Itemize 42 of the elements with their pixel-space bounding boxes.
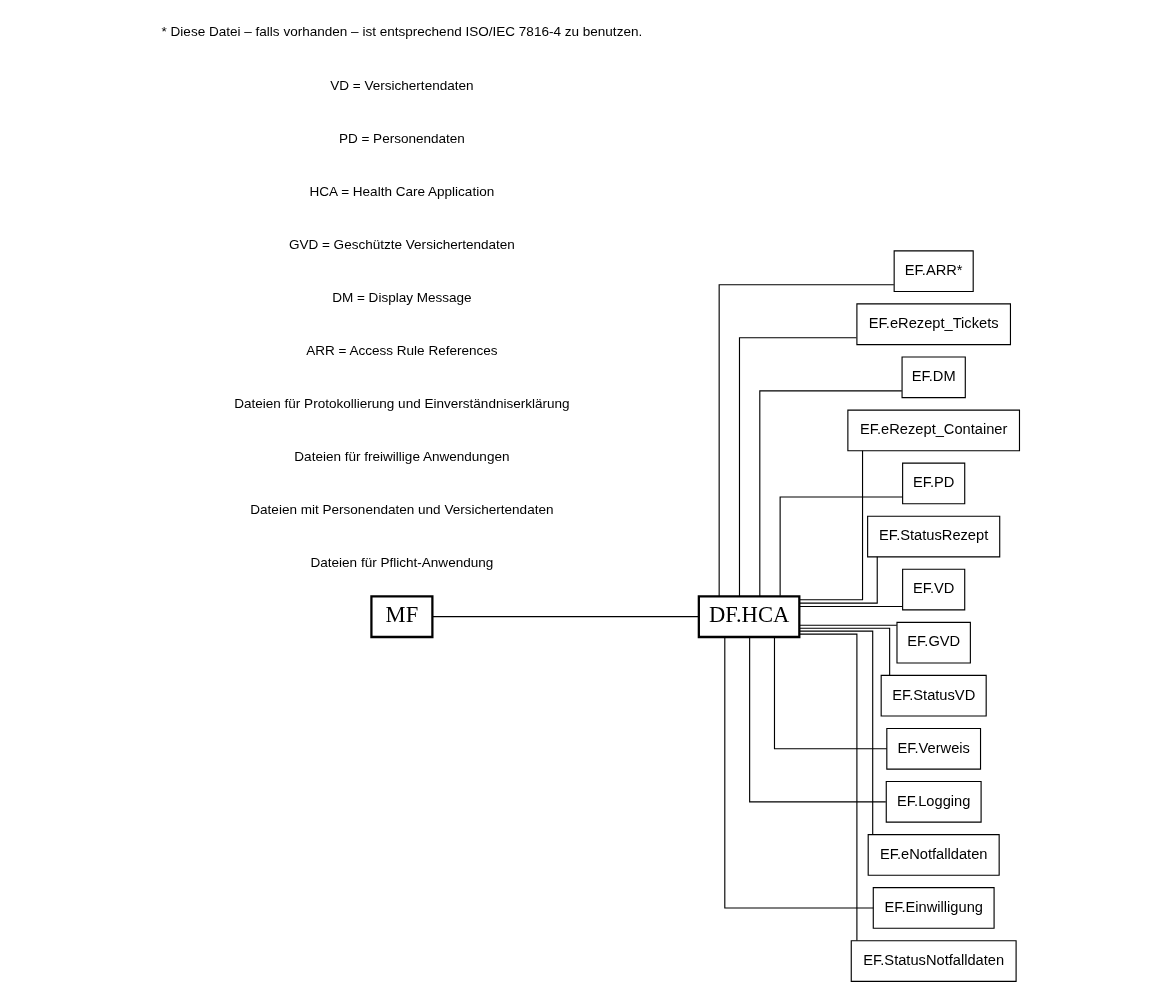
label: PD = Personendaten — [338, 130, 465, 146]
connector — [759, 390, 903, 597]
label: Dateien mit Personendaten und Versichertendaten — [250, 502, 554, 518]
label: HCA = Health Care Application — [309, 183, 495, 199]
connector — [779, 496, 904, 597]
label: Dateien für Pflicht-Anwendung — [310, 555, 494, 571]
connector — [749, 636, 887, 803]
node-box: DF.HCA — [697, 595, 801, 639]
label: ARR = Access Rule References — [306, 342, 498, 358]
node-box: EF.Verweis — [886, 727, 982, 770]
label: Dateien für Protokollierung und Einverständniserklärung — [234, 395, 570, 411]
connector — [718, 284, 895, 597]
connector — [431, 616, 700, 618]
label: * Diese Datei – falls vorhanden – ist entsprechend ISO/IEC 7816-4 zu benutzen. — [161, 24, 643, 40]
label: DM = Display Message — [332, 289, 472, 305]
connector — [798, 605, 903, 608]
node-box: EF.eRezept_Container — [847, 409, 1021, 452]
node-box: EF.PD — [902, 462, 966, 505]
node-box: EF.eNotfalldaten — [867, 834, 1000, 876]
connector — [798, 556, 878, 604]
connector — [773, 636, 888, 750]
connector — [798, 633, 858, 942]
node-box: MF — [370, 595, 434, 639]
label: VD = Versichertendaten — [330, 77, 474, 93]
node-box: EF.DM — [901, 356, 966, 399]
node-box: EF.ARR* — [893, 250, 974, 293]
connector — [798, 624, 898, 626]
connector — [798, 630, 874, 835]
node-box: EF.StatusRezept — [867, 515, 1001, 558]
label: GVD = Geschützte Versichertendaten — [288, 236, 515, 252]
node-box: EF.eRezept_Tickets — [856, 303, 1011, 346]
connector — [724, 636, 874, 909]
node-box: EF.VD — [902, 568, 966, 611]
node-box: EF.StatusNotfalldaten — [850, 940, 1017, 982]
connector — [798, 450, 864, 601]
node-box: EF.Logging — [885, 780, 982, 823]
connector — [798, 627, 891, 676]
node-box: EF.GVD — [896, 621, 971, 664]
node-box: EF.Einwilligung — [872, 887, 995, 929]
connector — [738, 337, 857, 597]
label: Dateien für freiwillige Anwendungen — [294, 448, 510, 464]
node-box: EF.StatusVD — [880, 674, 987, 717]
